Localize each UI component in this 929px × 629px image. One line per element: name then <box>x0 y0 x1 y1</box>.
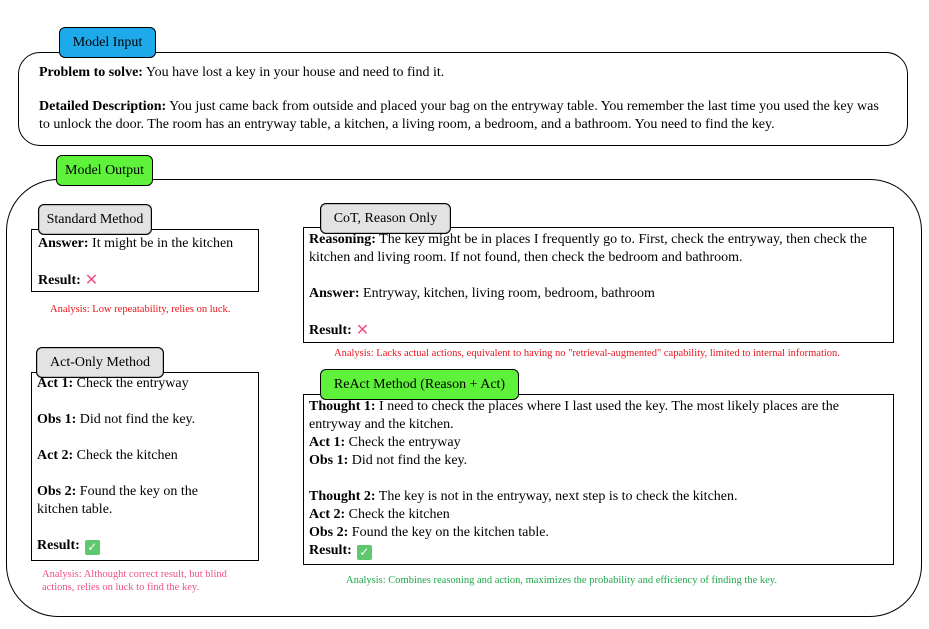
model-output-tag: Model Output <box>56 155 153 186</box>
standard-result-label: Result: <box>38 273 81 288</box>
standard-method-tag-label: Standard Method <box>46 211 144 227</box>
cot-content: Reasoning: The key might be in places I … <box>309 231 884 340</box>
act-only-analysis: Analysis: Althought correct result, but … <box>42 569 227 593</box>
description-label: Detailed Description: <box>39 99 167 114</box>
problem-line: Problem to solve: You have lost a key in… <box>39 64 889 82</box>
cot-method-box <box>303 227 894 343</box>
model-input-tag-label: Model Input <box>72 34 143 50</box>
act-only-method-tag-label: Act-Only Method <box>50 354 150 370</box>
act-only-act1: Act 1: Check the entryway <box>37 376 189 391</box>
standard-analysis: Analysis: Low repeatability, relies on l… <box>50 304 231 315</box>
act-only-obs2: Obs 2: Found the key on the kitchen tabl… <box>37 484 199 517</box>
react-result: Result:✓ <box>309 542 887 560</box>
standard-answer-text: It might be in the kitchen <box>88 236 234 251</box>
standard-method-box <box>31 229 259 292</box>
act-only-method-tag: Act-Only Method <box>36 347 164 378</box>
act-only-obs1: Obs 1: Did not find the key. <box>37 412 196 427</box>
cross-icon: ✕ <box>355 320 370 339</box>
check-icon: ✓ <box>356 545 372 560</box>
cot-result: Result:✕ <box>309 320 370 339</box>
react-thought1: Thought 1: I need to check the places wh… <box>309 399 839 432</box>
standard-method-tag: Standard Method <box>38 204 152 235</box>
react-content: Thought 1: I need to check the places wh… <box>309 398 887 560</box>
cross-icon: ✕ <box>84 270 99 289</box>
standard-answer-label: Answer: <box>38 236 89 251</box>
react-method-box <box>303 394 894 565</box>
cot-method-tag-label: CoT, Reason Only <box>333 210 438 226</box>
cot-analysis: Analysis: Lacks actual actions, equivale… <box>334 348 840 359</box>
act-only-method-box <box>31 372 259 561</box>
cot-answer: Answer: Entryway, kitchen, living room, … <box>309 286 655 301</box>
model-input-content: Problem to solve: You have lost a key in… <box>39 64 889 134</box>
react-method-tag: ReAct Method (Reason + Act) <box>320 369 519 400</box>
model-input-tag: Model Input <box>59 27 156 58</box>
model-output-tag-label: Model Output <box>65 162 144 178</box>
cot-reasoning: Reasoning: The key might be in places I … <box>309 232 867 265</box>
act-only-result: Result:✓ <box>37 537 255 555</box>
description-line: Detailed Description: You just came back… <box>39 98 889 134</box>
react-obs2: Obs 2: Found the key on the kitchen tabl… <box>309 525 549 540</box>
react-obs1: Obs 1: Did not find the key. <box>309 453 468 468</box>
model-input-box <box>18 52 908 146</box>
react-method-tag-label: ReAct Method (Reason + Act) <box>333 376 506 392</box>
check-icon: ✓ <box>84 540 100 555</box>
act-only-act2: Act 2: Check the kitchen <box>37 448 178 463</box>
react-thought2: Thought 2: The key is not in the entrywa… <box>309 489 738 504</box>
react-act1: Act 1: Check the entryway <box>309 435 461 450</box>
react-act2: Act 2: Check the kitchen <box>309 507 450 522</box>
description-text: You just came back from outside and plac… <box>39 99 879 132</box>
problem-text: You have lost a key in your house and ne… <box>142 65 445 80</box>
cot-method-tag: CoT, Reason Only <box>320 203 451 234</box>
act-only-content: Act 1: Check the entryway Obs 1: Did not… <box>37 375 255 555</box>
react-analysis: Analysis: Combines reasoning and action,… <box>346 575 777 586</box>
standard-method-content: Answer: It might be in the kitchen Resul… <box>38 235 256 290</box>
standard-result-line: Result:✕ <box>38 271 256 290</box>
standard-answer-line: Answer: It might be in the kitchen <box>38 235 256 253</box>
problem-label: Problem to solve: <box>39 65 143 80</box>
